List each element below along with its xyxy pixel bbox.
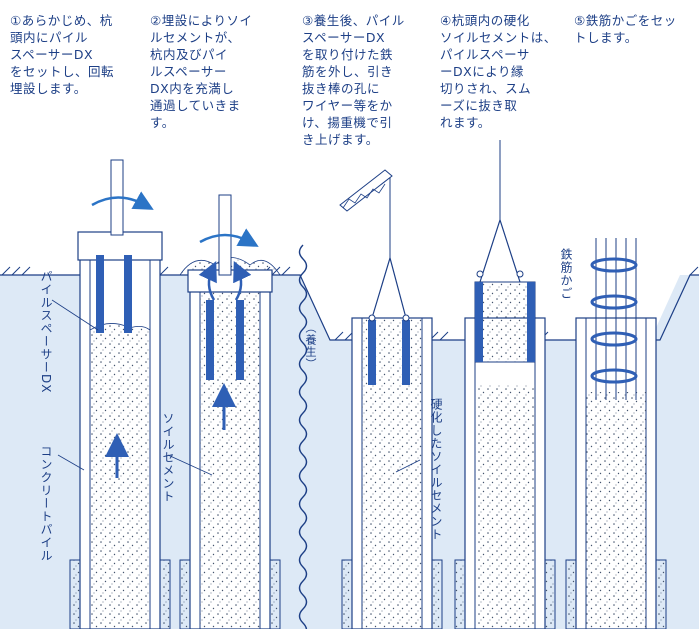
step-line: ーDXにより縁 [440,64,524,79]
step-line: DX内を充満し [150,81,235,96]
leader-lines [51,299,421,476]
step-line: れます。 [440,115,491,130]
step-line: 通過していきま [150,98,241,113]
label-pile-spacer: パイルスペーサーDX [39,270,53,394]
step-3-text: ③養生後、パイルスペーサーDX を取り付けた鉄筋を外し、引き抜き棒の孔にワイヤー等… [302,12,405,148]
step-line: す。 [150,115,175,130]
step-line: 筋を外し、引き [302,64,394,79]
step-line: スペーサーDX [302,30,386,45]
step-line: け、揚重機で引 [302,115,393,130]
step-line: ーズに抜き取 [440,98,518,113]
step-line: ②埋設によりソイ [150,13,253,28]
step-line: スペーサーDX [10,47,94,62]
step-line: 切りされ、スム [440,81,532,96]
step-line: トします。 [574,30,638,45]
step-line: ④杭頭内の硬化 [440,13,530,28]
step-line: ルセメントが、 [150,30,241,45]
step-line: き上げます。 [302,132,379,147]
step-line: ワイヤー等をか [302,98,393,113]
step-line: をセットし、回転 [10,64,115,79]
pile-step-5 [565,238,667,630]
step-line: ソイルセメントは、 [440,30,557,45]
step-line: 頭内にパイル [10,30,89,45]
label-soil-cement: ソイルセメント [161,412,175,503]
label-rebar-cage: 鉄筋かご [559,248,573,300]
step-line: パイルスペーサ [440,47,530,62]
step-1-text: ①あらかじめ、杭頭内にパイルスペーサーDX をセットし、回転埋設します。 [10,12,114,97]
step-4-text: ④杭頭内の硬化ソイルセメントは、パイルスペーサーDXにより縁切りされ、スムーズに… [440,12,557,131]
step-line: ①あらかじめ、杭 [10,13,113,28]
curing-separator [298,244,308,633]
step-5-text: ⑤鉄筋かごをセットします。 [574,12,677,46]
step-line: ⑤鉄筋かごをセッ [574,13,677,28]
label-hardened-soil-cement: 硬化したソイルセメント [429,398,443,541]
pile-step-1 [69,159,171,630]
step-2-text: ②埋設によりソイルセメントが、杭内及びパイルスペーサー DX内を充満し通過していき… [150,12,252,131]
pile-step-2 [179,194,281,630]
step-line: 抜き棒の孔に [302,81,381,96]
step-line: 埋設します。 [10,81,87,96]
label-concrete-pile: コンクリートパイル [39,445,53,562]
step-line: を取り付けた鉄 [302,47,394,62]
step-line: 杭内及びパイ [150,47,229,62]
step-line: ルスペーサー [150,64,227,79]
pile-step-3 [339,169,443,630]
label-curing: （養生） [304,322,317,370]
step-line: ③養生後、パイル [302,13,405,28]
